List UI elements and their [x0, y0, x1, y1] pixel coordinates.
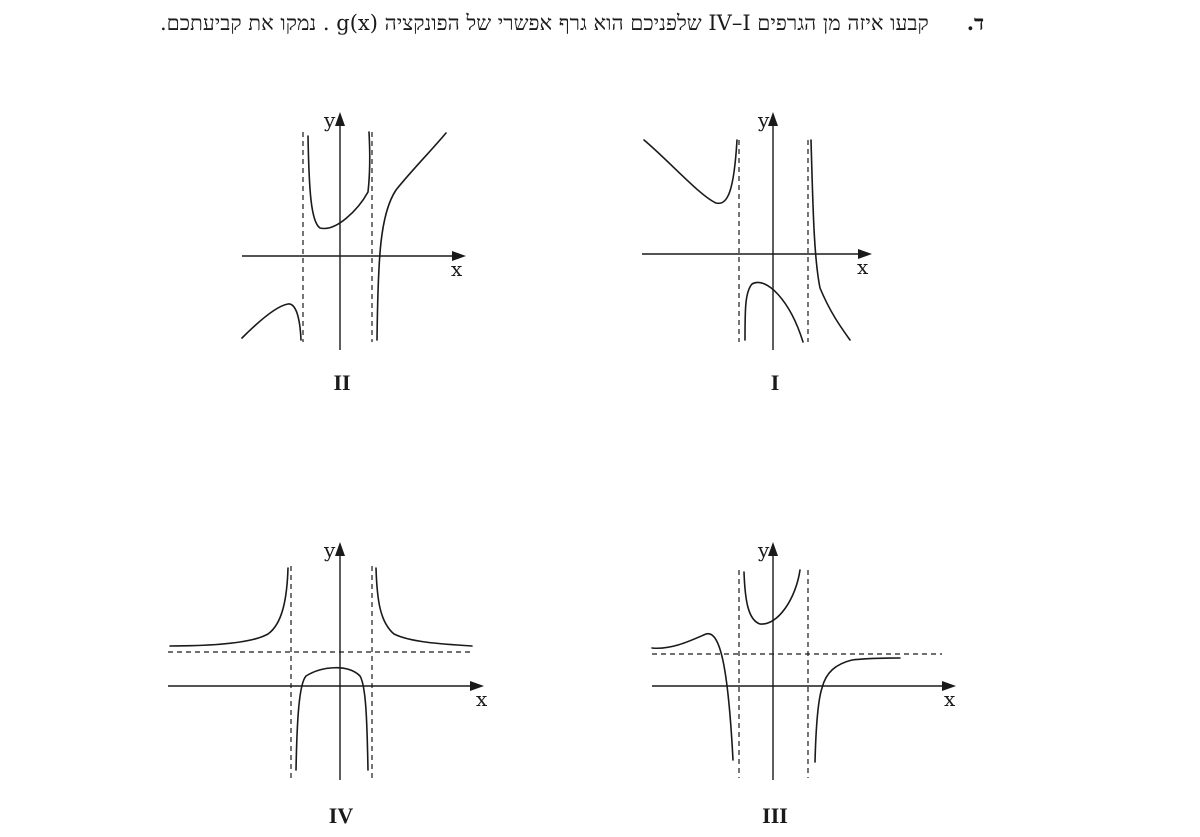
graph-ii: x y II [241, 108, 466, 395]
graph-ii-curve-middle [307, 131, 371, 230]
graph-iii-label: III [762, 803, 788, 828]
graph-iii-curve-left [651, 632, 734, 761]
graph-iv-y-arrow [335, 542, 345, 556]
graph-iv-curve-left [169, 567, 289, 647]
graph-iii-curve-right [814, 657, 901, 763]
graph-i-x-arrow [858, 249, 872, 259]
graph-i-label: I [771, 370, 780, 395]
graph-iii-x-arrow [942, 681, 956, 691]
graph-ii-x-arrow [452, 251, 466, 261]
graph-i-y-label: y [757, 108, 770, 132]
graph-ii-x-label: x [451, 257, 463, 281]
graph-iii-x-label: x [944, 687, 956, 711]
graph-i-curve-left [643, 139, 738, 205]
question-text: קבעו איזה מן הגרפים IV–I שלפניכם הוא גרף… [160, 10, 929, 35]
graph-i-y-arrow [768, 112, 778, 126]
graph-ii-label: II [333, 370, 350, 395]
graph-i-curve-right [810, 139, 851, 341]
graph-iii-y-arrow [768, 542, 778, 556]
question-line: ד. קבעו איזה מן הגרפים IV–I שלפניכם הוא … [160, 6, 1120, 40]
graph-iv-label: IV [329, 803, 354, 828]
graph-iv-curve-middle [295, 666, 369, 771]
graph-ii-curve-left [241, 303, 302, 341]
graph-iv-x-arrow [470, 681, 484, 691]
graph-iii-curve-middle [743, 569, 801, 625]
graph-iv-curve-right [375, 567, 473, 647]
question-number: ד. [966, 10, 985, 35]
graph-ii-y-label: y [323, 108, 336, 132]
graph-i-x-label: x [857, 255, 869, 279]
graph-iii: x y III [651, 538, 956, 828]
graph-iv-x-label: x [476, 687, 488, 711]
graph-i-curve-middle [744, 281, 804, 343]
graph-iv-y-label: y [323, 538, 336, 562]
graph-ii-y-arrow [335, 112, 345, 126]
graph-iii-y-label: y [757, 538, 770, 562]
graph-i: x y I [642, 108, 872, 395]
graph-iv: x y IV [168, 538, 488, 828]
graph-ii-curve-right [376, 132, 447, 341]
